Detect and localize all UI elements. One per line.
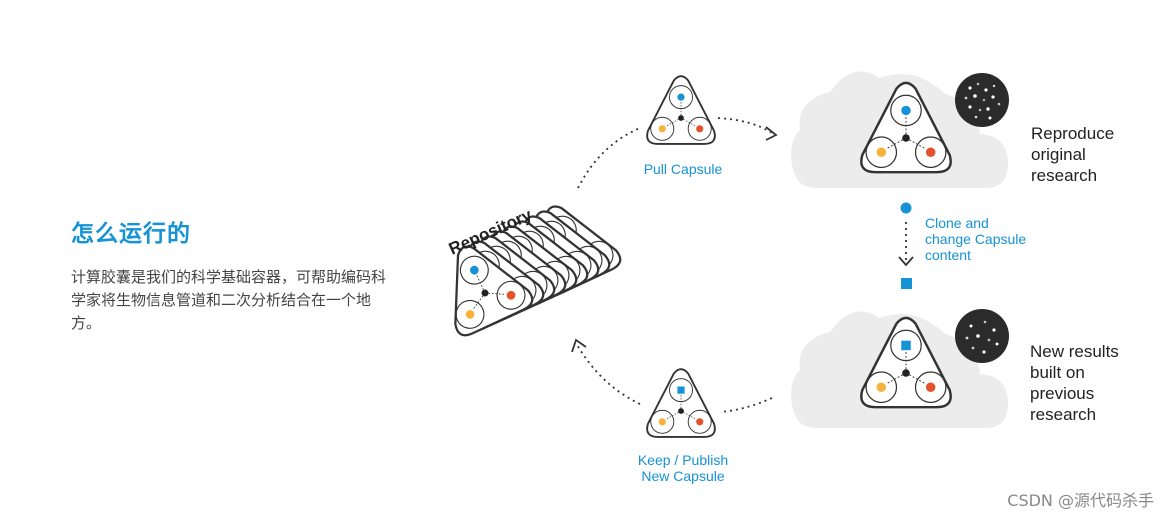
dataset-badge-bottom [955,309,1009,363]
watermark: CSDN @源代码杀手 [1007,491,1154,510]
flow-arrow-pull-to-cloud [717,117,773,134]
reproduce-label-line2: original [1031,145,1086,164]
pull-capsule-label: Pull Capsule [644,161,723,177]
flow-arrow-to-pull [577,127,641,189]
arrowhead-pull-to-cloud [765,126,778,141]
reproduce-label-line1: Reproduce [1031,124,1114,143]
new-results-label-line3: previous [1030,384,1094,403]
clone-label-line2: change Capsule [925,231,1026,247]
description-text: 计算胶囊是我们的科学基础容器，可帮助编码科学家将生物信息管道和二次分析结合在一个… [71,268,387,332]
new-results-label-line2: built on [1030,363,1085,382]
keep-label-line1: Keep / Publish [638,452,728,468]
flow-arrow-cloud-to-keep [719,397,773,413]
clone-end-square [901,278,912,289]
pull-capsule-icon [646,75,716,145]
dataset-badge-top [955,73,1009,127]
clone-arrowhead [898,256,914,267]
keep-capsule-icon [646,368,716,438]
flow-arrow-keep-to-repo [575,342,641,405]
clone-start-dot [900,202,912,214]
new-results-label-line1: New results [1030,342,1119,361]
keep-label-line2: New Capsule [641,468,724,484]
page-title: 怎么运行的 [71,221,191,247]
arrowhead-keep-to-repo [571,338,587,353]
clone-label-line3: content [925,247,971,263]
clone-label-line1: Clone and [925,215,989,231]
reproduce-label-line3: research [1031,166,1097,185]
new-results-label-line4: research [1030,405,1096,424]
